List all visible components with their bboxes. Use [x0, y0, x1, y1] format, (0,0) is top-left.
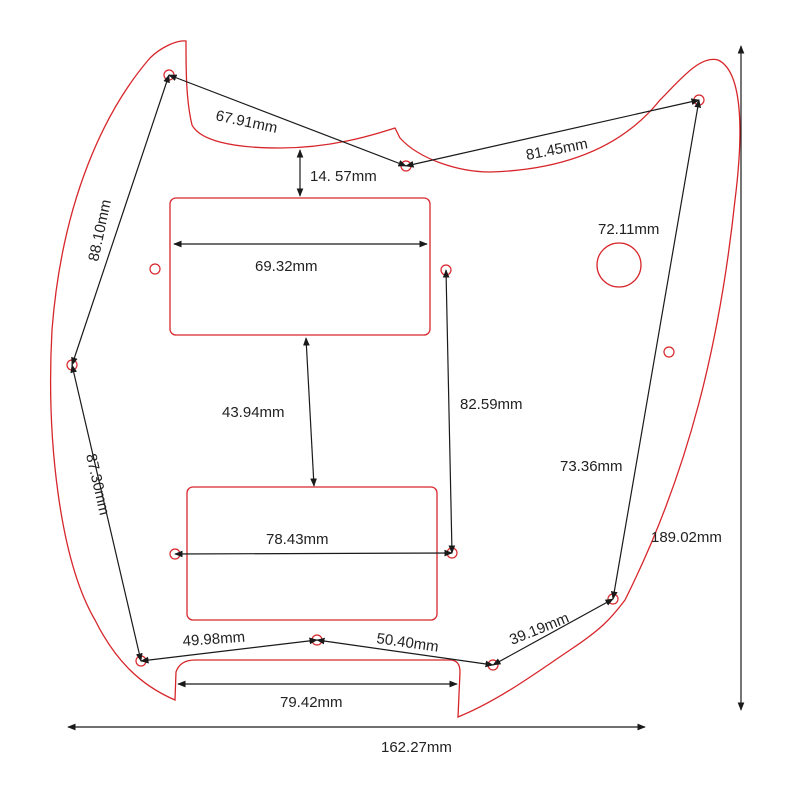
dim-line-50-40 [316, 637, 494, 668]
dim-line-87-30 [70, 364, 143, 662]
label-69-32: 69.32mm [255, 258, 318, 275]
label-189-02: 189.02mm [651, 529, 722, 546]
dim-line-49-98 [140, 637, 318, 664]
label-78-43: 78.43mm [266, 531, 329, 548]
dimension-lines [67, 45, 745, 731]
label-67-91: 67.91mm [214, 107, 279, 137]
label-79-42: 79.42mm [280, 694, 343, 711]
dim-line-67-91 [168, 74, 407, 167]
label-162-27: 162.27mm [381, 739, 452, 756]
label-14-57: 14. 57mm [310, 168, 377, 185]
label-82-59: 82.59mm [460, 396, 523, 413]
control-knob-hole [596, 242, 642, 288]
dim-line-78-43 [174, 549, 453, 558]
label-49-98: 49.98mm [182, 629, 246, 650]
dim-line-82-59 [442, 269, 456, 554]
screw-hole [149, 263, 161, 275]
label-73-36: 73.36mm [560, 458, 623, 475]
screw-hole [663, 346, 675, 358]
neck-pickup-cutout [169, 197, 431, 336]
dim-line-39-19 [492, 598, 614, 666]
dim-line-73-36 [610, 99, 702, 600]
dim-line-88-10 [71, 74, 170, 366]
label-72-11: 72.11mm [598, 221, 659, 238]
label-43-94: 43.94mm [222, 404, 285, 421]
dim-line-43-94 [303, 337, 317, 487]
